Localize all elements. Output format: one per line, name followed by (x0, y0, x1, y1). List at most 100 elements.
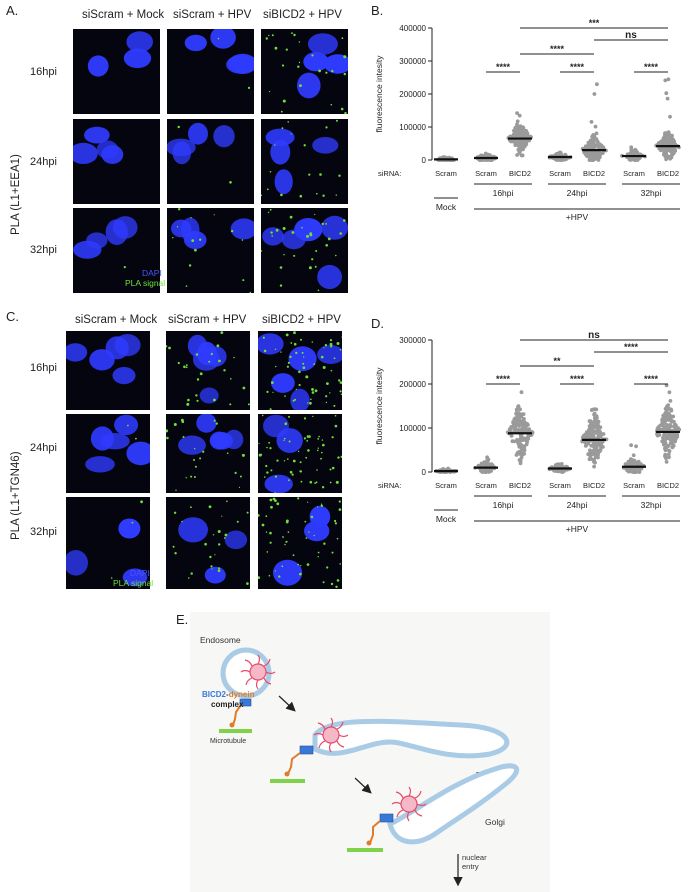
data-point (664, 460, 669, 464)
panel-e-letter: E. (176, 612, 189, 627)
pla-signal-dot (311, 341, 313, 343)
data-point (591, 451, 596, 456)
pla-signal-dot (322, 443, 325, 447)
pla-signal-dot (306, 435, 310, 438)
data-point (663, 135, 667, 140)
pla-signal-dot (338, 508, 342, 511)
pla-signal-dot (339, 349, 342, 351)
data-point (592, 407, 597, 411)
nucleus (178, 517, 208, 543)
pla-signal-dot (185, 366, 188, 369)
pla-signal-dot (321, 451, 323, 454)
pla-signal-dot (269, 408, 272, 410)
pla-signal-dot (267, 211, 270, 213)
pla-signal-dot (299, 572, 302, 576)
nucleus (281, 229, 306, 250)
pla-signal-dot (258, 514, 260, 517)
pla-signal-dot (320, 503, 323, 505)
nucleus (178, 435, 206, 455)
group-label: 16hpi (493, 500, 514, 510)
nucleus (307, 33, 338, 55)
pla-signal-dot (299, 84, 302, 87)
data-point (592, 92, 597, 96)
pla-signal-dot (304, 520, 307, 523)
data-point (634, 151, 638, 155)
y-tick-label: 400000 (399, 24, 426, 33)
pla-signal-dot (288, 440, 291, 443)
pla-signal-dot (287, 531, 290, 533)
pla-signal-dot (290, 342, 293, 344)
data-point (519, 443, 524, 447)
nucleus (274, 169, 293, 195)
pla-signal-dot (269, 208, 272, 211)
data-point (525, 421, 529, 426)
panel-b-letter: B. (371, 3, 384, 18)
pla-signal-dot (299, 461, 302, 464)
data-point (665, 423, 669, 427)
pla-signal-dot (199, 457, 202, 460)
nucleus (196, 414, 217, 433)
data-point (520, 144, 524, 149)
pla-signal-dot (317, 289, 320, 292)
pla-signal-dot (181, 418, 184, 422)
pla-signal-dot (246, 582, 249, 585)
nucleus (66, 550, 88, 576)
pla-signal-dot (185, 285, 188, 287)
pla-signal-dot (309, 480, 313, 484)
data-point (518, 461, 523, 466)
pla-signal-dot (341, 336, 342, 338)
pla-signal-dot (239, 475, 242, 478)
category-label: Scram (549, 481, 571, 490)
pla-signal-dot (269, 531, 272, 535)
pla-signal-dot (339, 390, 342, 393)
pla-signal-dot (260, 453, 263, 456)
pla-signal-dot (325, 223, 327, 225)
data-point (490, 463, 495, 468)
pla-signal-dot (265, 531, 268, 533)
nucleus (100, 433, 130, 450)
pla-signal-dot (336, 342, 340, 345)
pla-signal-dot (331, 551, 334, 554)
nucleus (213, 125, 235, 148)
group-label: 24hpi (567, 188, 588, 198)
pla-signal-dot (306, 563, 310, 566)
data-point (628, 158, 633, 162)
pla-signal-dot (263, 476, 266, 478)
pla-signal-dot (287, 121, 289, 123)
data-point (592, 464, 596, 469)
pla-signal-dot (236, 520, 239, 523)
pla-signal-dot (242, 279, 245, 282)
pla-signal-dot (281, 64, 285, 67)
pla-signal-dot (291, 231, 295, 234)
pla-signal-dot (213, 419, 216, 422)
panel-a-letter: A. (6, 3, 19, 18)
pla-signal-dot (308, 266, 312, 270)
pla-signal-dot (182, 436, 185, 438)
data-point (661, 141, 666, 146)
data-point (631, 453, 636, 458)
pla-signal-dot (298, 41, 301, 43)
pla-signal-dot (320, 457, 322, 460)
pla-signal-dot (188, 264, 192, 267)
data-point (521, 427, 525, 431)
pla-signal-dot (293, 331, 296, 335)
data-point (666, 452, 671, 457)
nucleus (123, 48, 152, 69)
pla-signal-dot (274, 144, 276, 146)
data-point (660, 146, 664, 151)
pla-signal-dot (318, 435, 320, 438)
pla-signal-dot (318, 69, 321, 73)
pla-signal-dot (224, 533, 228, 537)
pla-signal-dot (321, 486, 325, 489)
pla-signal-dot (314, 389, 318, 393)
category-label: BICD2 (509, 169, 531, 178)
pla-signal-dot (309, 233, 313, 237)
data-point (589, 443, 594, 448)
data-point (592, 412, 596, 417)
data-point (521, 412, 526, 416)
nucleus (230, 218, 254, 240)
pla-signal-dot (334, 519, 337, 523)
data-point (588, 154, 593, 159)
pla-signal-dot (292, 554, 295, 557)
data-point (669, 440, 673, 445)
